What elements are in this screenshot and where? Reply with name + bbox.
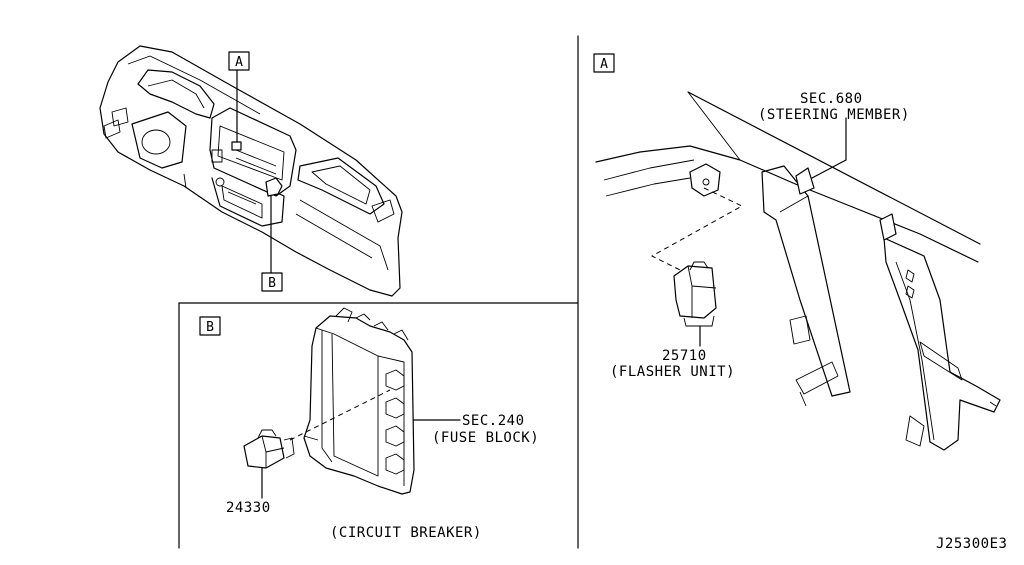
flasher-unit-drawing [673, 261, 717, 327]
view-b-callout-box [261, 272, 283, 292]
fuse-block-drawing [303, 307, 415, 495]
detail-b-panel: B [199, 307, 539, 541]
detail-b-header-box [199, 316, 221, 336]
flasher-unit-name-label: (FLASHER UNIT) [610, 364, 735, 380]
view-b-callout-label: B [268, 276, 276, 291]
steering-member-name-label: (STEERING MEMBER) [758, 107, 910, 123]
detail-a-header-box [593, 53, 615, 73]
steering-member-sec-label: SEC.680 [800, 91, 863, 107]
view-a-callout-box [228, 51, 250, 71]
detail-a-header-label: A [600, 57, 608, 72]
steering-member-drawing [595, 91, 1001, 451]
circuit-breaker-drawing [243, 429, 295, 469]
flasher-unit-part-number: 25710 [662, 348, 707, 364]
dashboard-overview: A B [99, 45, 403, 297]
fuse-block-name-label: (FUSE BLOCK) [432, 430, 539, 446]
fuse-block-sec-label: SEC.240 [462, 413, 525, 429]
view-a-callout-label: A [235, 55, 243, 70]
detail-b-header-label: B [206, 320, 214, 335]
diagram-reference-id: J25300E3 [936, 536, 1007, 552]
circuit-breaker-part-number: 24330 [226, 500, 271, 516]
detail-a-panel: A [593, 53, 1001, 451]
panel-borders [178, 35, 579, 549]
circuit-breaker-name-label: (CIRCUIT BREAKER) [330, 525, 482, 541]
